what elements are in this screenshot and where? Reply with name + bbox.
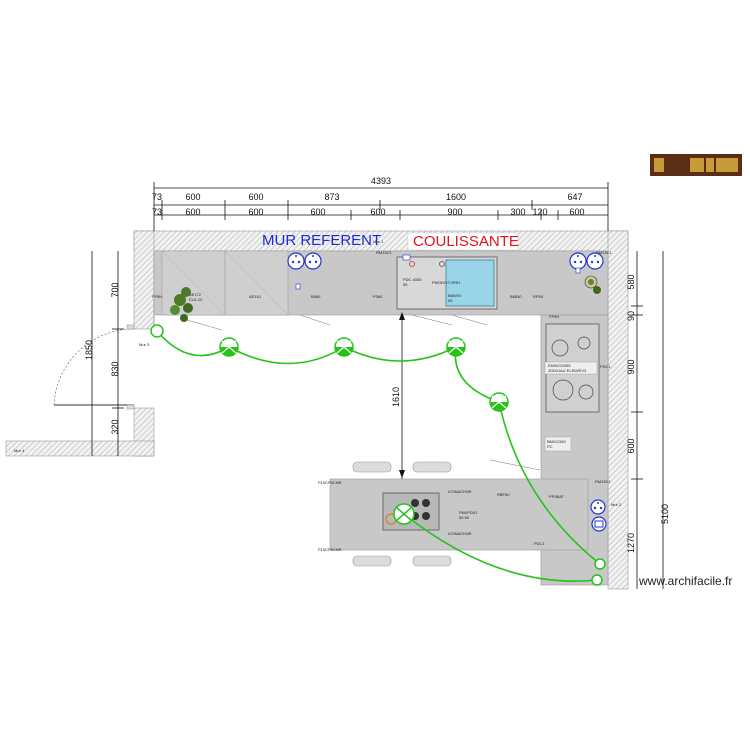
code-i1: P15CP5CNR	[318, 480, 342, 485]
dim-right-c: 900	[626, 359, 636, 374]
dim-top1-c: 600	[248, 192, 263, 202]
code-b1: RM15C1	[596, 250, 613, 255]
code-i3: RBF60	[497, 492, 510, 497]
code-f13b: 2DD/UAU ELEM/EV3	[548, 368, 587, 373]
code-f4: B560	[311, 294, 321, 299]
plant-icon	[170, 287, 193, 322]
dim-top2-a: 73	[152, 207, 162, 217]
ceiling-light-icon[interactable]	[334, 337, 354, 357]
dimension-lines	[91, 182, 664, 589]
dim-top1-b: 600	[185, 192, 200, 202]
dim-total: 4393	[371, 176, 391, 186]
code-f8b: 05	[448, 298, 453, 303]
code-f13: E605/G2055	[548, 363, 571, 368]
code-i7: PDC1	[534, 541, 545, 546]
dim-right-a: 580	[626, 274, 636, 289]
wall-name-4: Mur 4	[14, 448, 25, 453]
dim-left-c: 320	[110, 419, 120, 434]
code-i6: ICSNACKNR	[448, 531, 472, 536]
rj45-socket-icon[interactable]	[591, 516, 607, 532]
wall-name-1: Mur 1	[373, 239, 384, 244]
island	[329, 478, 589, 551]
dim-left-b: 830	[110, 361, 120, 376]
dim-left-outer: 1850	[84, 340, 94, 360]
code-f15b: PC	[547, 444, 553, 449]
ceiling-lights	[150, 324, 606, 586]
code-i2: ICSNACKNR	[448, 489, 472, 494]
wall-left-upper	[133, 230, 155, 330]
dim-top2-g: 300	[510, 207, 525, 217]
sink-basin	[445, 259, 495, 307]
cabinet-labels: FP5H AE172 ELK-10 AE110 B560 P360 PDC 40…	[152, 250, 613, 552]
watermark: www.archifacile.fr	[638, 574, 732, 588]
dim-top1-f: 647	[567, 192, 582, 202]
ceiling-light-icon[interactable]	[489, 392, 509, 412]
wall-name-2: Mur 2	[611, 502, 622, 507]
dim-top2-h: 120	[532, 207, 547, 217]
dim-top1-a: 73	[152, 192, 162, 202]
ceiling-light-icon[interactable]	[150, 324, 164, 338]
code-f6b: 50	[403, 282, 408, 287]
outlets	[287, 252, 607, 532]
code-f14: PDC1	[600, 364, 611, 369]
dim-left-a: 700	[110, 282, 120, 297]
dim-right-outer: 5100	[660, 504, 670, 524]
socket-icon[interactable]	[590, 499, 606, 515]
code-f5: P360	[373, 294, 383, 299]
code-i4: PP5BAT	[549, 494, 565, 499]
door-swing	[53, 324, 135, 410]
ceiling-light-icon[interactable]	[393, 503, 415, 525]
double-socket-icon[interactable]	[287, 252, 322, 270]
label-mur-referent: MUR REFERENT	[262, 232, 381, 249]
label-coulissante: COULISSANTE	[413, 233, 519, 250]
wall-right	[607, 230, 629, 590]
code-f6: PDC 4055	[403, 277, 422, 282]
code-f10: RP50	[533, 294, 544, 299]
dim-top2-i: 600	[569, 207, 584, 217]
code-f2b: ELK-10	[189, 297, 203, 302]
code-i5b: 50.90	[459, 515, 470, 520]
dim-right-d: 600	[626, 438, 636, 453]
dim-top1-e: 1600	[446, 192, 466, 202]
double-socket-icon[interactable]	[569, 252, 604, 270]
code-f11: RM15C1	[376, 250, 393, 255]
dim-top1-d: 873	[324, 192, 339, 202]
dim-top2-b: 600	[185, 207, 200, 217]
code-f12: FP5H	[549, 314, 559, 319]
code-f15: B60/CG60	[547, 439, 566, 444]
code-f2: AE172	[189, 292, 202, 297]
counters	[153, 250, 609, 586]
ceiling-light-icon[interactable]	[594, 558, 606, 570]
code-i5: P60/PD01	[459, 510, 478, 515]
ceiling-light-icon[interactable]	[591, 574, 603, 586]
dim-right-b: 90	[626, 311, 636, 321]
dim-right-e: 1270	[626, 533, 636, 553]
code-f16: RM15C1	[595, 479, 612, 484]
code-f9: B6830	[510, 294, 522, 299]
code-f1: FP5H	[152, 294, 162, 299]
code-f3: AE110	[249, 294, 261, 299]
code-f7: PMOD/VT-RRH	[432, 280, 460, 285]
dim-middle: 1610	[391, 387, 401, 407]
ceiling-light-icon[interactable]	[219, 337, 239, 357]
dimension-labels: 4393 73 600 600 873 1600 647 73 600 600 …	[84, 176, 670, 553]
wall-name-3: Mur 3	[139, 342, 150, 347]
legend-tag-icon	[650, 154, 742, 176]
code-f8: B60/90	[448, 293, 461, 298]
dim-top2-f: 900	[447, 207, 462, 217]
code-i8: P15CP5CNR	[318, 547, 342, 552]
dim-top2-d: 600	[310, 207, 325, 217]
dim-top2-e: 600	[370, 207, 385, 217]
dim-top2-c: 600	[248, 207, 263, 217]
ceiling-light-icon[interactable]	[446, 337, 466, 357]
wall-4	[5, 440, 155, 457]
